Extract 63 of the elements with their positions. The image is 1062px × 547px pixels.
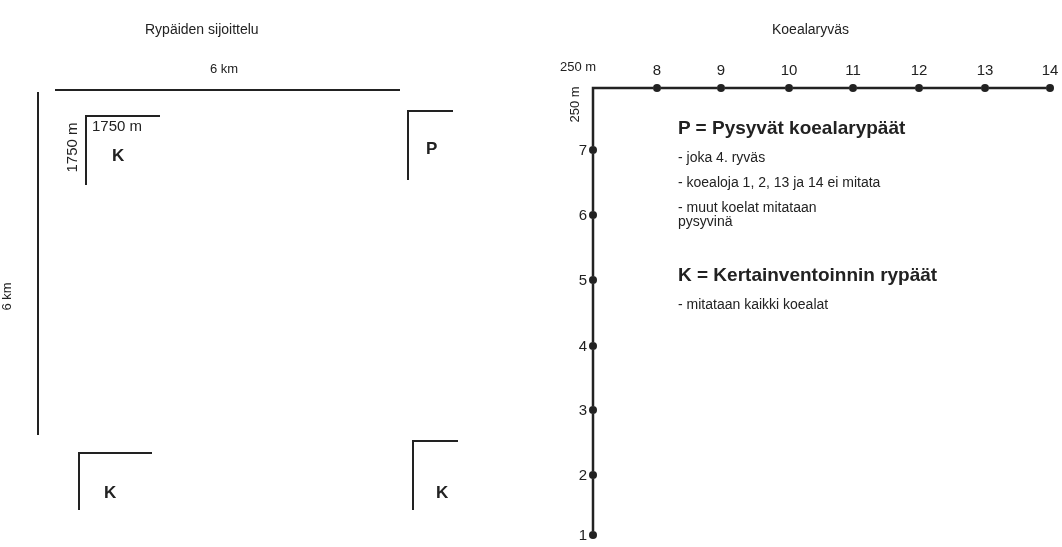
- dimension-label: 250 m: [560, 60, 597, 73]
- plot-number: 12: [909, 62, 929, 77]
- plot-number: 9: [715, 62, 727, 77]
- cluster-corner: [78, 452, 152, 510]
- dimension-label: 1750 m: [92, 118, 143, 133]
- transect-line: [591, 219, 595, 276]
- cluster-letter: K: [436, 484, 449, 501]
- plot-number: 3: [578, 402, 587, 417]
- plot-number: 14: [1040, 62, 1060, 77]
- dimension-label: 6 km: [0, 282, 13, 311]
- plot-point: [849, 84, 857, 92]
- cluster-letter: P: [426, 140, 438, 157]
- plot-number: 4: [578, 338, 587, 353]
- plot-point: [589, 406, 597, 414]
- plot-point: [589, 211, 597, 219]
- cluster-corner: [412, 440, 458, 510]
- plot-number: 2: [578, 467, 587, 482]
- legend-heading: K = Kertainventoinnin rypäät: [678, 265, 938, 284]
- plot-point: [717, 84, 725, 92]
- transect-line: [591, 414, 595, 471]
- cluster-letter: K: [104, 484, 117, 501]
- dimension-label: 250 m: [567, 86, 581, 123]
- transect-line: [591, 479, 595, 531]
- plot-number: 11: [844, 62, 862, 77]
- cluster-letter: K: [112, 147, 125, 164]
- note-text: - joka 4. ryväs: [678, 150, 766, 164]
- plot-point: [589, 276, 597, 284]
- cluster-corner: [407, 110, 453, 180]
- plot-point: [915, 84, 923, 92]
- dimension-label: 6 km: [210, 62, 239, 75]
- plot-number: 5: [578, 272, 587, 287]
- transect-line: [591, 350, 595, 406]
- dimension-label: 1750 m: [63, 122, 79, 173]
- plot-point: [981, 84, 989, 92]
- transect-line: [661, 86, 717, 90]
- transect-line: [591, 154, 595, 211]
- transect-line: [725, 86, 785, 90]
- plot-point: [653, 84, 661, 92]
- transect-line: [857, 86, 915, 90]
- transect-line: [989, 86, 1046, 90]
- note-text: - muut koelat mitataan pysyvinä: [678, 200, 818, 228]
- plot-number: 10: [779, 62, 799, 77]
- cluster-corner: [85, 115, 160, 185]
- plot-number: 6: [578, 207, 587, 222]
- plot-point: [589, 342, 597, 350]
- legend-heading: P = Pysyvät koealarypäät: [678, 118, 906, 137]
- plot-point: [589, 471, 597, 479]
- plot-number: 8: [651, 62, 663, 77]
- transect-line: [591, 86, 653, 146]
- panel-title: Koealaryväs: [772, 22, 850, 36]
- transect-line: [591, 284, 595, 342]
- plot-point: [1046, 84, 1054, 92]
- plot-number: 13: [975, 62, 995, 77]
- panel-title: Rypäiden sijoittelu: [145, 22, 259, 36]
- plot-point: [589, 531, 597, 539]
- note-text: - mitataan kaikki koealat: [678, 297, 829, 311]
- note-text: - koealoja 1, 2, 13 ja 14 ei mitata: [678, 175, 881, 189]
- transect-line: [923, 86, 981, 90]
- plot-point: [589, 146, 597, 154]
- transect-line: [793, 86, 849, 90]
- plot-number: 1: [578, 527, 587, 542]
- plot-number: 7: [578, 142, 587, 157]
- plot-point: [785, 84, 793, 92]
